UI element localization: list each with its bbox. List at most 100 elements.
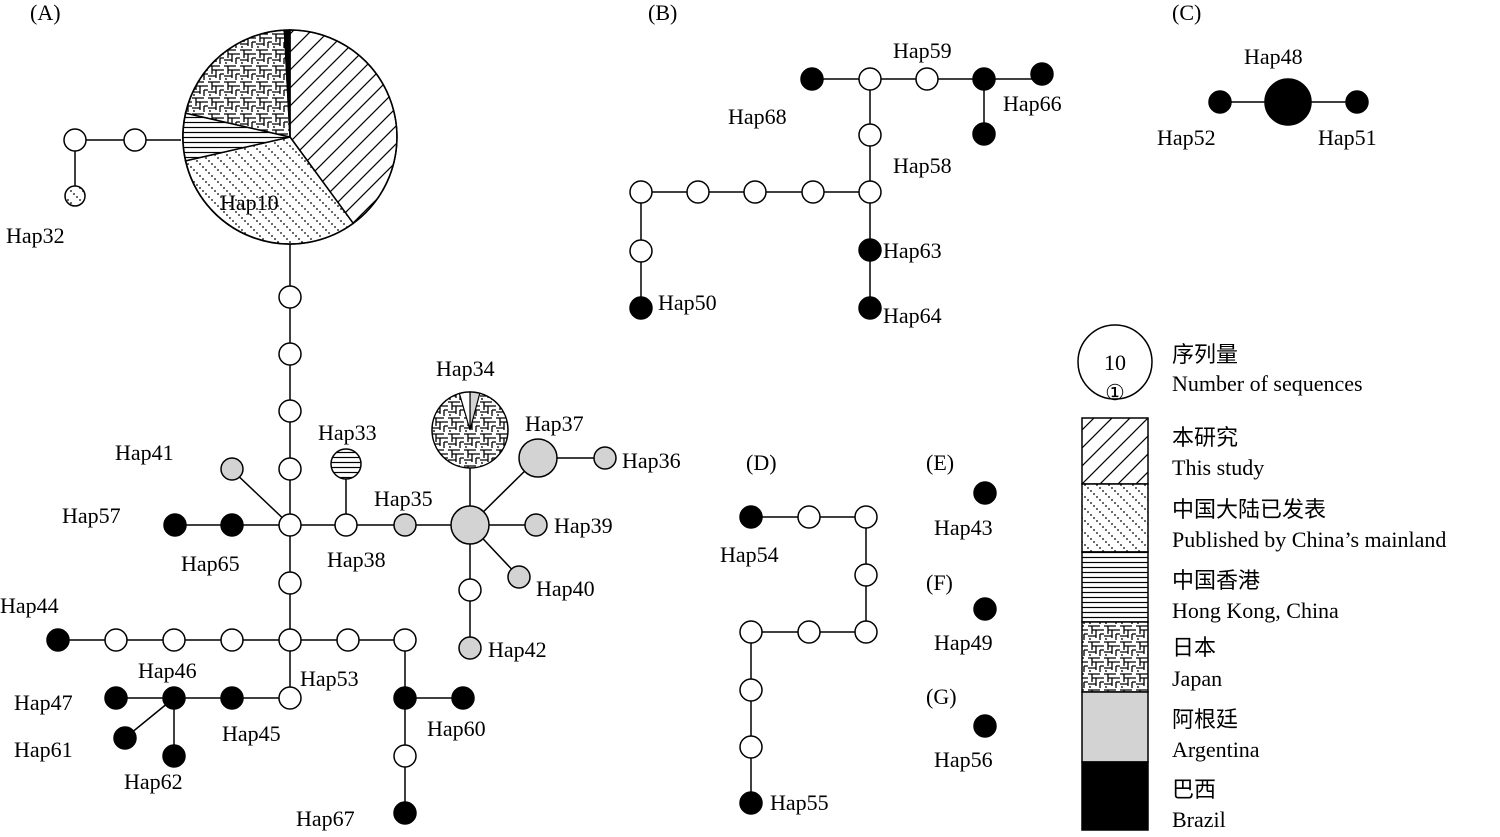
node-hap64 — [858, 296, 882, 320]
node-white — [629, 239, 653, 263]
node-hap50 — [629, 296, 653, 320]
node-white — [739, 678, 763, 702]
node-hap35 — [393, 513, 417, 537]
node-white — [393, 628, 417, 652]
node-white — [104, 628, 128, 652]
node-hap62 — [162, 744, 186, 768]
legend-item-cn: 巴西 — [1172, 777, 1216, 802]
panel-label-c: (C) — [1172, 0, 1201, 25]
node-white — [739, 735, 763, 759]
panel-c — [1208, 78, 1369, 126]
legend-item-en: Argentina — [1172, 737, 1260, 762]
label-hap51: Hap51 — [1318, 125, 1377, 150]
node-white — [278, 285, 302, 309]
node-hap55 — [739, 791, 763, 815]
node-hap51 — [1345, 90, 1369, 114]
label-hap46: Hap46 — [138, 658, 197, 683]
node-hap63 — [858, 238, 882, 262]
node-white — [797, 620, 821, 644]
label-hap47: Hap47 — [14, 690, 73, 715]
label-hap42: Hap42 — [488, 637, 547, 662]
panel-a-edges — [58, 139, 605, 813]
node-hap33 — [330, 448, 362, 480]
label-hap48: Hap48 — [1244, 44, 1303, 69]
label-hap41: Hap41 — [115, 440, 174, 465]
legend-item-cn: 本研究 — [1172, 425, 1238, 450]
legend-size-value-large: 10 — [1104, 350, 1126, 375]
node-hap53 — [278, 686, 302, 710]
node-hap65 — [220, 513, 244, 537]
label-hap66: Hap66 — [1003, 91, 1062, 116]
node-white — [278, 513, 302, 537]
node-white — [854, 563, 878, 587]
node-hap40 — [507, 565, 531, 589]
haplotype-labels: Hap10 Hap32 Hap34 Hap33 Hap37 Hap41 Hap3… — [0, 38, 1377, 831]
label-hap36: Hap36 — [622, 448, 681, 473]
panel-label-d: (D) — [746, 450, 777, 475]
node-hap57 — [163, 513, 187, 537]
legend-item-en: Published by China’s mainland — [1172, 527, 1446, 552]
node-white — [797, 505, 821, 529]
node-white — [458, 578, 482, 602]
node-white — [739, 620, 763, 644]
node-white — [336, 628, 360, 652]
legend-item-en: Hong Kong, China — [1172, 598, 1339, 623]
label-hap63: Hap63 — [883, 238, 942, 263]
legend-size-cn: 序列量 — [1172, 342, 1238, 367]
node-hap10-pie — [182, 29, 398, 245]
label-hap64: Hap64 — [883, 303, 942, 328]
node-hap52 — [1208, 90, 1232, 114]
legend-item-cn: 日本 — [1172, 635, 1216, 660]
node-white — [123, 128, 147, 152]
node-hap34-pie — [431, 391, 509, 469]
node-hap60 — [451, 686, 475, 710]
label-hap60: Hap60 — [427, 716, 486, 741]
label-hap38: Hap38 — [327, 547, 386, 572]
node-white — [854, 620, 878, 644]
node-hap37 — [518, 438, 558, 478]
node-hap38 — [334, 513, 358, 537]
label-hap54: Hap54 — [720, 542, 779, 567]
label-hap32: Hap32 — [6, 223, 65, 248]
panel-label-g: (G) — [926, 684, 957, 709]
legend-swatch-hong-kong — [1081, 551, 1149, 623]
node-hap58 — [858, 123, 882, 147]
panel-label-e: (E) — [926, 450, 954, 475]
label-hap59: Hap59 — [893, 38, 952, 63]
node-black — [972, 122, 996, 146]
label-hap62: Hap62 — [124, 769, 183, 794]
legend-size-circle — [1077, 324, 1153, 400]
node-white — [858, 180, 882, 204]
node-hap39 — [524, 513, 548, 537]
label-hap43: Hap43 — [934, 515, 993, 540]
legend-swatch-china-mainland — [1081, 483, 1149, 553]
panel-label-f: (F) — [926, 570, 953, 595]
panel-label-a: (A) — [30, 0, 61, 25]
panel-a-nodes — [46, 128, 617, 825]
node-hap41 — [220, 457, 244, 481]
label-hap67: Hap67 — [296, 806, 355, 831]
node-hap36 — [593, 446, 617, 470]
node-white — [686, 180, 710, 204]
node-white — [278, 342, 302, 366]
legend: 10 ① 序列量 Number of sequences 本研究 This st… — [1077, 324, 1446, 832]
legend-item-en: This study — [1172, 455, 1264, 480]
label-hap49: Hap49 — [934, 630, 993, 655]
legend-item-cn: 中国大陆已发表 — [1172, 497, 1326, 522]
node-hap61 — [113, 726, 137, 750]
node-white — [220, 628, 244, 652]
node-hap49 — [973, 597, 997, 621]
node-white — [393, 686, 417, 710]
node-white — [854, 505, 878, 529]
node-hap47 — [104, 686, 128, 710]
label-hap55: Hap55 — [770, 790, 829, 815]
node-white — [162, 628, 186, 652]
label-hap50: Hap50 — [658, 290, 717, 315]
legend-item-en: Japan — [1172, 666, 1222, 691]
label-hap65: Hap65 — [181, 551, 240, 576]
node-white — [278, 628, 302, 652]
node-white — [278, 571, 302, 595]
label-hap57: Hap57 — [62, 503, 121, 528]
node-hap45 — [220, 686, 244, 710]
